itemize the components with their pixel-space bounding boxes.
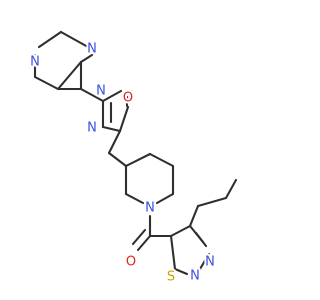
bond-propyl-1 — [188, 204, 200, 228]
bond-pyrazine-8 — [56, 60, 83, 91]
bond-oxadiazole-1 — [101, 89, 123, 103]
bond-propyl-2 — [196, 196, 228, 208]
bond-pyrazine-6 — [33, 75, 60, 91]
bond-oxadiazole-3 — [118, 105, 130, 133]
bond-pyrazine-4 — [37, 30, 63, 49]
atom-thiadiazole-n-1: N — [205, 255, 215, 270]
bond-piperidine-1 — [124, 152, 152, 168]
bond-carbonyl-1 — [136, 234, 152, 252]
bond-pyrazine-2 — [79, 53, 94, 64]
bond-ch2-piperidine — [107, 151, 128, 168]
atom-pyrazine-n-top: N — [87, 42, 97, 57]
atom-oxadiazole-n-top: N — [96, 84, 106, 99]
bond-propyl-3 — [224, 178, 238, 200]
bond-thiadiazole-1 — [169, 224, 192, 238]
bond-oxadiazole-4 — [101, 125, 122, 133]
atom-thiadiazole-n-2: N — [190, 269, 200, 284]
bond-piperidine-5 — [124, 192, 145, 205]
atom-thiadiazole-s: S — [167, 270, 175, 285]
bond-carbonyl-2 — [131, 228, 147, 246]
atom-oxadiazole-n-bottom: N — [87, 121, 97, 136]
bond-thiadiazole-4 — [173, 267, 189, 276]
bond-thiadiazole-5 — [169, 234, 177, 271]
atom-carbonyl-o: O — [126, 255, 136, 270]
bond-pyrazine-oxadiazole — [79, 87, 105, 103]
bond-pyrazine-3 — [59, 30, 90, 49]
bond-oxadiazole-ch2 — [107, 129, 122, 155]
bond-piperidine-4 — [155, 192, 175, 205]
bond-piperidine-2 — [148, 152, 175, 168]
atom-piperidine-n: N — [145, 201, 155, 216]
bond-thiadiazole-6 — [194, 231, 208, 248]
atom-pyrazine-n-left: N — [30, 55, 40, 70]
bond-thiadiazole-3 — [198, 252, 211, 271]
molecule-diagram: N N N O N N O N N S — [28, 30, 238, 287]
structure-drawing: N N N O N N O N N S — [28, 30, 238, 287]
atom-oxadiazole-o: O — [123, 91, 133, 106]
